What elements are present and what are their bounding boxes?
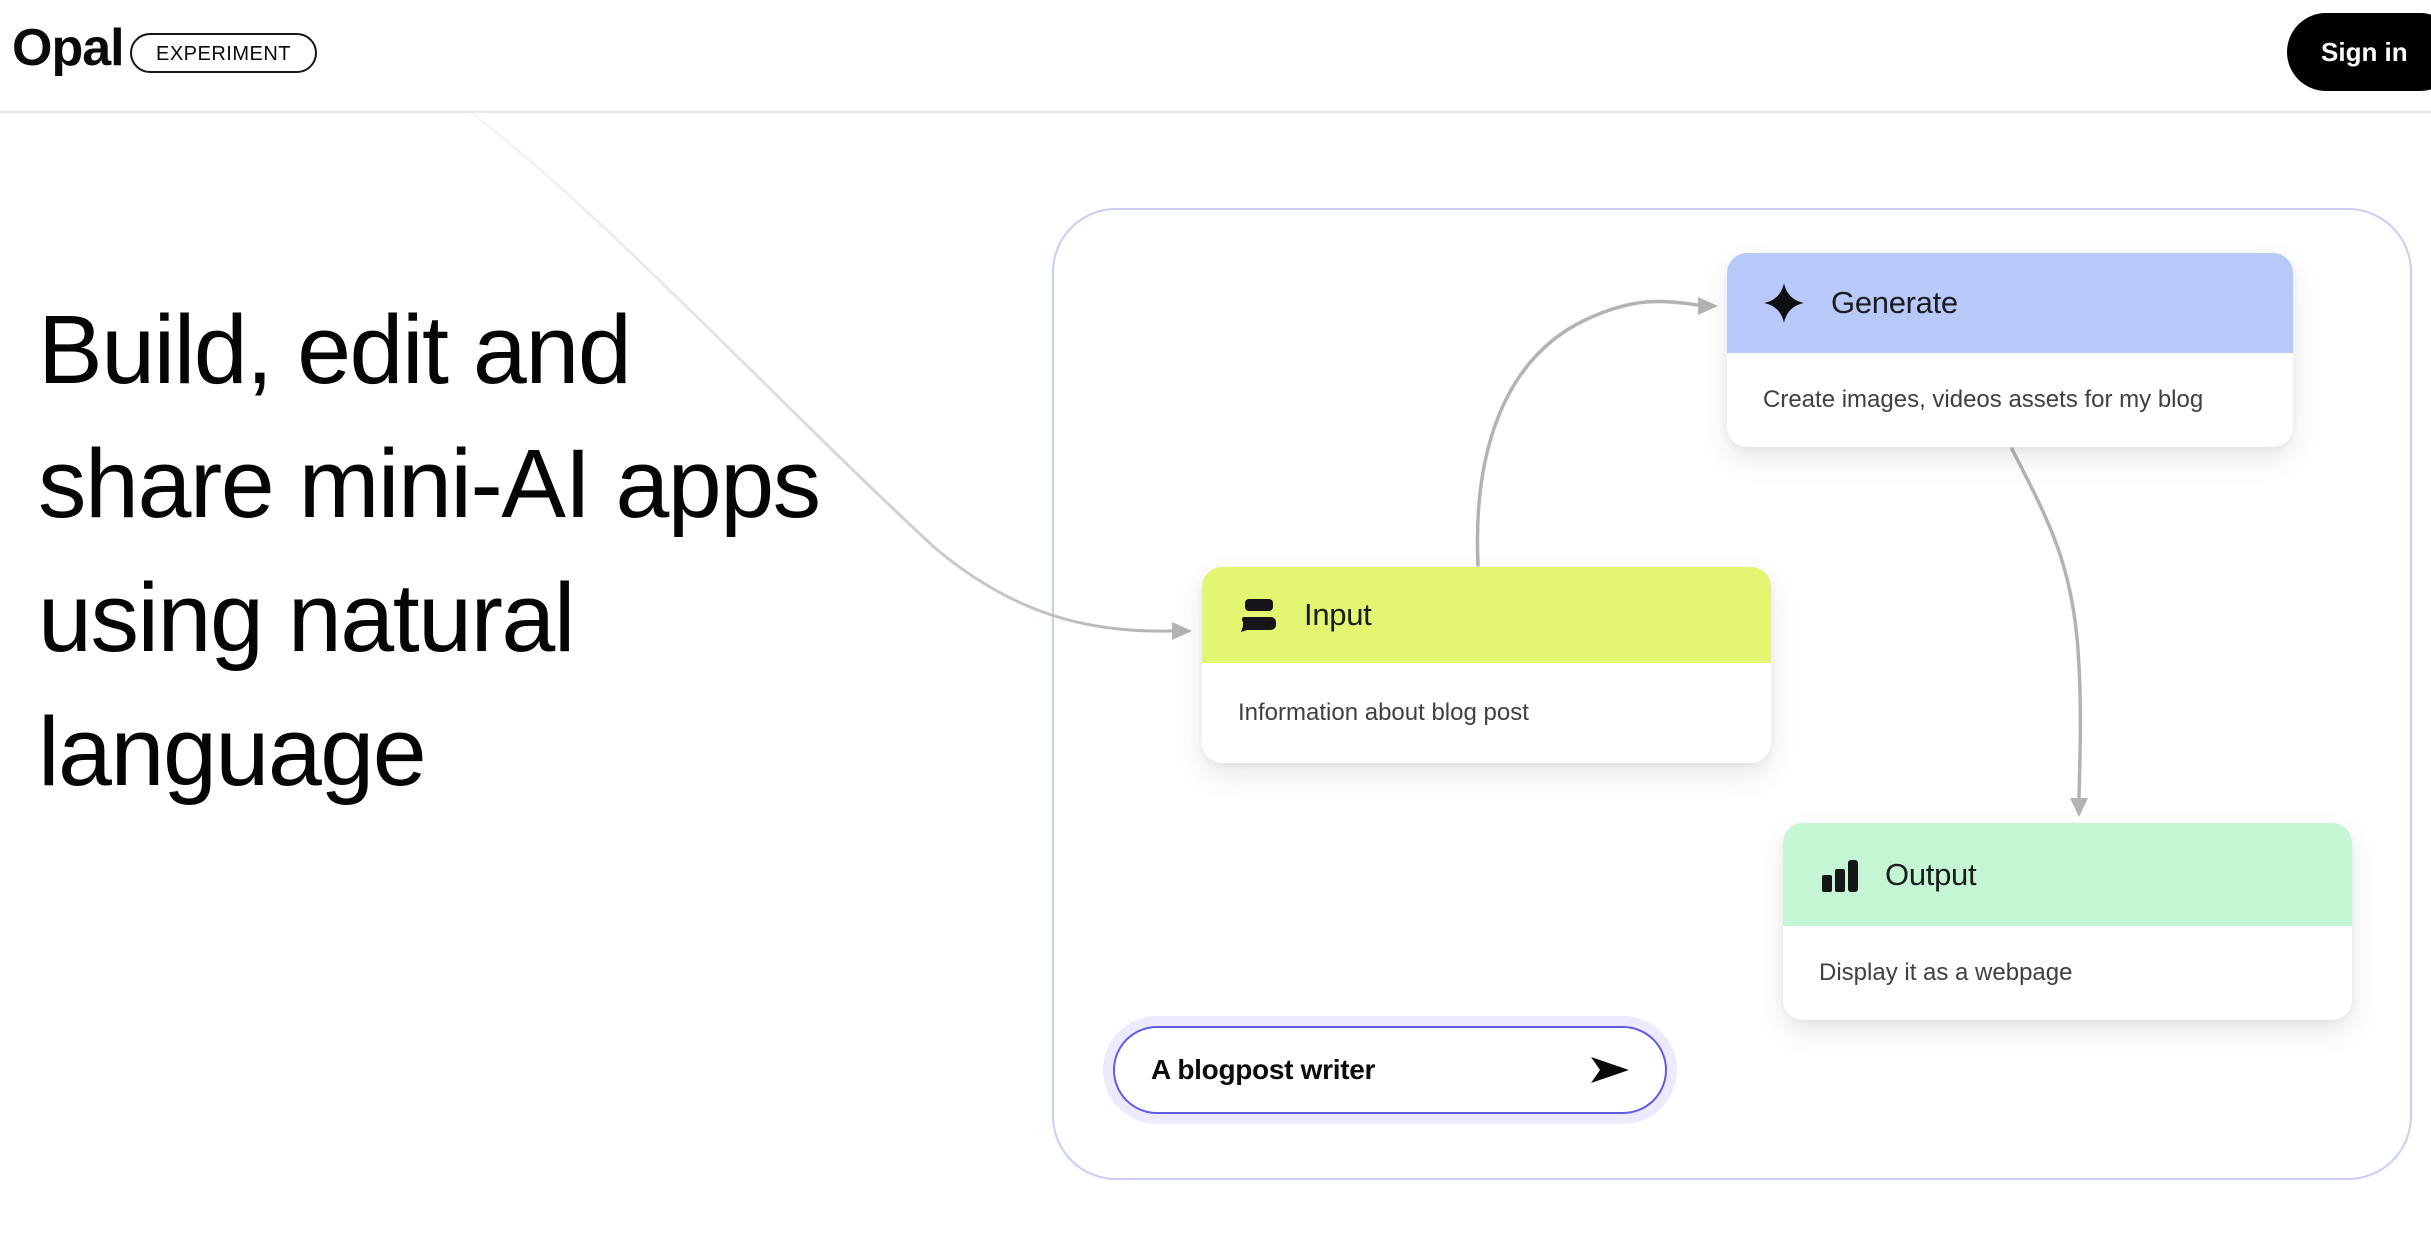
generate-card-title: Generate (1831, 285, 1958, 320)
header-divider (0, 111, 2431, 113)
generate-card-header: Generate (1727, 253, 2293, 353)
output-card-title: Output (1885, 856, 1977, 892)
experiment-badge: EXPERIMENT (130, 33, 318, 73)
prompt-halo: A blogpost writer (1103, 1016, 1677, 1124)
workflow-node-generate[interactable]: Generate Create images, videos assets fo… (1727, 253, 2293, 447)
workflow-node-output[interactable]: Output Display it as a webpage (1783, 823, 2352, 1020)
workflow-node-input[interactable]: Input Information about blog post (1202, 567, 1771, 763)
sign-in-button[interactable]: Sign in (2287, 13, 2431, 91)
input-card-title: Input (1304, 597, 1372, 632)
hero-heading: Build, edit and share mini-AI apps using… (38, 283, 821, 819)
hero-heading-line: Build, edit and (38, 295, 632, 404)
output-card-description: Display it as a webpage (1819, 959, 2073, 986)
sparkle-icon (1763, 282, 1805, 324)
prompt-text: A blogpost writer (1151, 1054, 1376, 1085)
send-icon[interactable] (1589, 1055, 1631, 1085)
bar-chart-icon (1819, 857, 1859, 893)
opal-logo[interactable]: Opal (12, 19, 125, 77)
workflow-panel (1052, 208, 2412, 1180)
hero-heading-line: share mini-AI apps (38, 429, 821, 538)
top-nav: Opal EXPERIMENT Sign in (0, 0, 2431, 113)
input-card-description: Information about blog post (1238, 699, 1529, 726)
generate-card-description: Create images, videos assets for my blog (1763, 386, 2204, 413)
input-bars-icon (1238, 598, 1278, 632)
hero-heading-line: using natural (38, 563, 575, 672)
prompt-input[interactable]: A blogpost writer (1113, 1026, 1667, 1114)
hero-heading-line: language (38, 697, 427, 806)
output-card-header: Output (1783, 823, 2352, 926)
input-card-header: Input (1202, 567, 1771, 663)
